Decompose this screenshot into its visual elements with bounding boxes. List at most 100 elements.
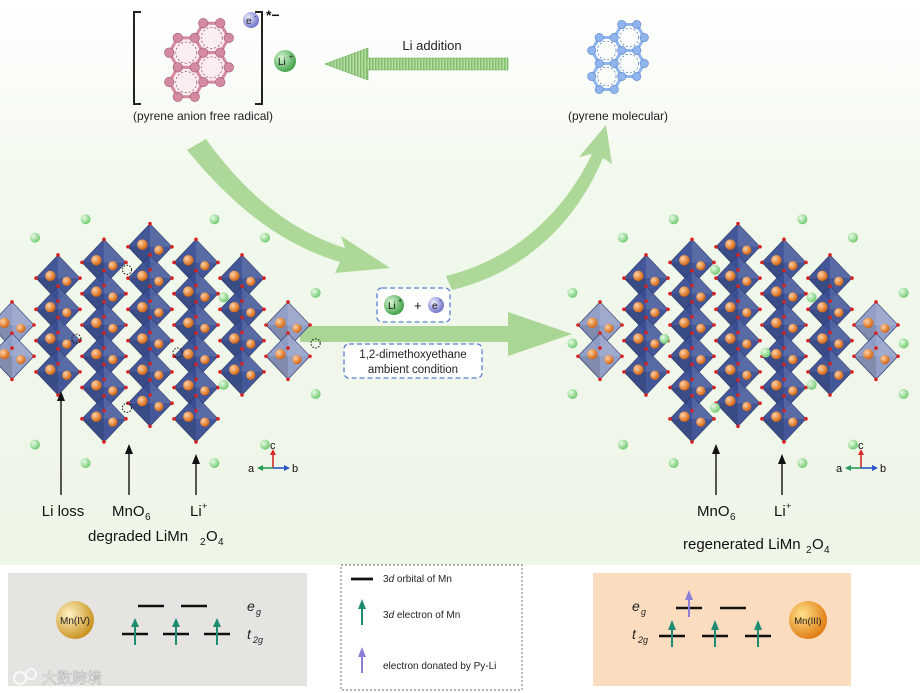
octahedron-face xyxy=(36,371,58,396)
oxygen-atom xyxy=(644,330,648,335)
li-ion-sup: + xyxy=(289,54,293,61)
mn-atom xyxy=(834,370,844,380)
mn-atom xyxy=(154,370,164,380)
octahedron-face xyxy=(738,380,760,404)
mn3-ion-icon xyxy=(789,601,827,639)
oxygen-atom xyxy=(34,276,38,280)
octahedron-face xyxy=(58,254,80,279)
oxygen-atom xyxy=(172,291,176,296)
axis-b-right: b xyxy=(880,463,886,475)
octahedron-face xyxy=(82,293,104,317)
oxygen-atom xyxy=(644,347,648,351)
oxygen-atom xyxy=(804,291,808,296)
mn-atom xyxy=(62,339,72,349)
condition-line2: ambient condition xyxy=(368,364,458,376)
oxygen-atom xyxy=(126,276,130,280)
octahedron-face xyxy=(150,286,172,310)
li-vacancy xyxy=(121,402,133,413)
mn-atom xyxy=(229,364,240,375)
mn-atom xyxy=(108,417,118,427)
mn3-eg-label: e xyxy=(632,598,640,614)
box-plus: + xyxy=(414,298,422,313)
mn-atom xyxy=(633,270,644,282)
legend-donated-text: electron donated by Py-Li xyxy=(383,661,496,672)
mn4-eg-sub: g xyxy=(256,607,261,617)
octahedron-face xyxy=(808,309,830,333)
mn-atom xyxy=(154,308,164,318)
regenerated-title: regenerated LiMn xyxy=(683,536,801,553)
oxygen-atom xyxy=(286,300,290,304)
oxygen-atom xyxy=(622,338,626,343)
aromatic-ring xyxy=(597,40,617,61)
regenerated-crystal xyxy=(567,214,909,468)
li-atom xyxy=(80,214,91,225)
carbon-atom xyxy=(172,62,183,73)
li-atom xyxy=(848,439,858,450)
oxygen-atom xyxy=(598,331,602,335)
mn-atom xyxy=(604,323,614,333)
oxygen-atom xyxy=(262,370,266,374)
li-atom xyxy=(710,264,720,275)
mn-atom xyxy=(200,417,210,427)
mn3-t2g-label: t xyxy=(632,626,637,642)
mn-atom xyxy=(788,261,798,271)
li-addition-arrow: Li addition xyxy=(324,38,509,81)
oxygen-atom xyxy=(714,307,718,312)
carbon-atom xyxy=(198,18,209,29)
carbon-atom xyxy=(587,71,597,81)
octahedron-face xyxy=(266,356,288,380)
carbon-atom xyxy=(617,20,627,30)
oxygen-atom xyxy=(852,323,856,327)
oxygen-atom xyxy=(668,417,672,421)
octahedron-face xyxy=(738,348,760,372)
oxygen-atom xyxy=(712,354,716,359)
octahedron-face xyxy=(784,270,806,294)
oxygen-atom xyxy=(874,300,878,304)
li-atom xyxy=(806,379,817,390)
ring-fill xyxy=(194,52,229,83)
mno6-label-left: MnO xyxy=(112,503,145,520)
li-sup-right: + xyxy=(786,501,791,511)
li-atom xyxy=(80,458,91,468)
oxygen-atom xyxy=(148,315,152,320)
mn4-t2g-label: t xyxy=(247,626,252,642)
oxygen-atom xyxy=(850,338,854,343)
octahedron-face xyxy=(196,395,218,419)
li-atom xyxy=(806,292,817,303)
octahedron-face xyxy=(808,278,830,302)
mn-atom xyxy=(679,411,690,422)
oxygen-atom xyxy=(714,370,718,374)
degraded-labels: Li loss MnO 6 Li + degraded LiMn 2 O 4 xyxy=(42,391,224,548)
oxygen-atom xyxy=(126,307,130,312)
mn-atom xyxy=(834,276,844,286)
oxygen-atom xyxy=(240,361,244,366)
oxygen-atom xyxy=(56,393,60,397)
oxygen-atom xyxy=(736,361,740,366)
li-atom xyxy=(668,214,679,225)
axis-c-left: c xyxy=(270,440,276,452)
mn-atom xyxy=(229,270,240,282)
oxygen-atom xyxy=(170,401,174,406)
li-atom xyxy=(659,333,670,344)
oxygen-atom xyxy=(896,323,900,327)
oxygen-atom xyxy=(758,338,762,343)
oxygen-atom xyxy=(124,291,128,296)
oxygen-atom xyxy=(56,347,60,351)
carbon-atom xyxy=(594,84,604,94)
oxygen-atom xyxy=(668,291,672,296)
oxygen-atom xyxy=(804,385,808,390)
oxygen-atom xyxy=(218,370,222,374)
axis-a-right: a xyxy=(836,463,843,475)
oxygen-atom xyxy=(736,347,740,351)
mn-atom xyxy=(742,370,752,380)
oxygen-atom xyxy=(690,300,694,304)
mn-atom xyxy=(183,348,194,360)
li-atom xyxy=(310,287,321,298)
oxygen-atom xyxy=(782,362,786,367)
oxygen-atom xyxy=(782,408,786,413)
oxygen-atom xyxy=(148,424,152,429)
octahedron-face xyxy=(578,356,600,380)
mn-atom xyxy=(725,301,736,313)
right-bracket xyxy=(255,11,263,105)
oxygen-atom xyxy=(576,323,580,327)
